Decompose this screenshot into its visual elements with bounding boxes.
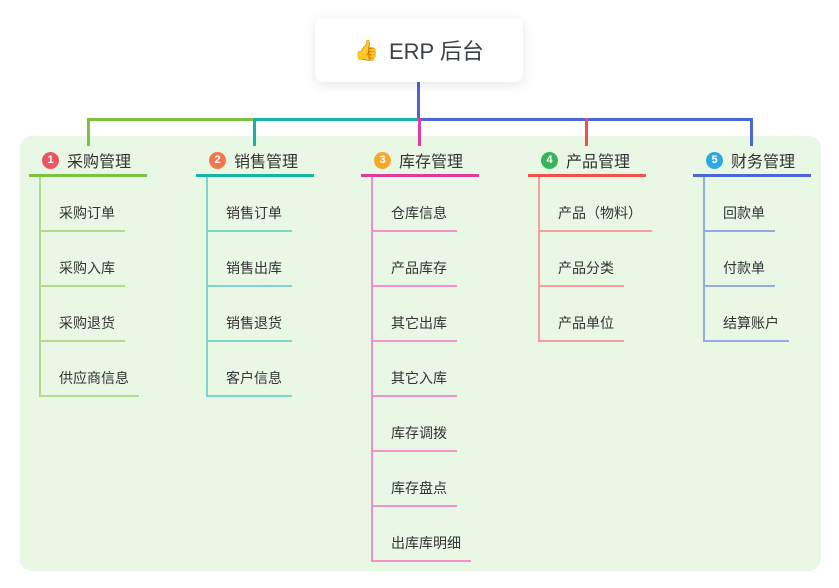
branch-drop-finance-management [750, 118, 753, 146]
item-row: 回款单 [705, 177, 811, 232]
branch-drop-product-management [585, 118, 588, 146]
mindmap-item[interactable]: 采购入库 [41, 258, 125, 287]
number-badge-icon: 3 [374, 151, 391, 169]
item-row: 产品库存 [373, 232, 479, 287]
branch-head[interactable]: 4 产品管理 [528, 146, 646, 177]
mindmap-item[interactable]: 其它出库 [373, 313, 457, 342]
branch-head[interactable]: 3 库存管理 [361, 146, 479, 177]
mindmap-item[interactable]: 采购订单 [41, 203, 125, 232]
item-row: 采购订单 [41, 177, 147, 232]
branch-label: 采购管理 [67, 154, 132, 171]
mindmap-item[interactable]: 付款单 [705, 258, 775, 287]
item-row: 客户信息 [208, 342, 314, 397]
mindmap-item[interactable]: 产品（物料） [540, 203, 652, 232]
number-badge-icon: 4 [541, 151, 558, 169]
branch-label: 财务管理 [731, 154, 796, 171]
branch-head[interactable]: 2 销售管理 [196, 146, 314, 177]
item-row: 出库库明细 [373, 507, 479, 562]
mindmap-item[interactable]: 产品单位 [540, 313, 624, 342]
branch-head[interactable]: 5 财务管理 [693, 146, 811, 177]
mindmap-item[interactable]: 库存盘点 [373, 478, 457, 507]
number-badge-icon: 2 [209, 151, 226, 169]
mindmap-item[interactable]: 客户信息 [208, 368, 292, 397]
thumbs-up-icon: 👍 [354, 39, 379, 62]
branch-body: 销售订单 销售出库 销售退货 客户信息 [206, 177, 314, 397]
item-row: 产品单位 [540, 287, 652, 342]
mindmap-item[interactable]: 其它入库 [373, 368, 457, 397]
branch-body: 产品（物料） 产品分类 产品单位 [538, 177, 652, 342]
item-row: 仓库信息 [373, 177, 479, 232]
mindmap-item[interactable]: 采购退货 [41, 313, 125, 342]
item-row: 库存调拨 [373, 397, 479, 452]
mindmap-item[interactable]: 产品分类 [540, 258, 624, 287]
branch-body: 仓库信息 产品库存 其它出库 其它入库 库存调拨 库存盘点 出库库明细 [371, 177, 479, 562]
item-row: 销售退货 [208, 287, 314, 342]
item-row: 付款单 [705, 232, 811, 287]
mindmap-item[interactable]: 出库库明细 [373, 533, 471, 562]
branch-label: 库存管理 [399, 154, 464, 171]
mindmap-item[interactable]: 销售订单 [208, 203, 292, 232]
mindmap-panel [20, 136, 821, 571]
mindmap-item[interactable]: 结算账户 [705, 313, 789, 342]
item-row: 其它出库 [373, 287, 479, 342]
root-connector [417, 82, 420, 121]
branch-head[interactable]: 1 采购管理 [29, 146, 147, 177]
item-row: 结算账户 [705, 287, 811, 342]
branch-bus-segment [87, 118, 256, 121]
branch-body: 回款单 付款单 结算账户 [703, 177, 811, 342]
branch-purchase-management: 1 采购管理 采购订单 采购入库 采购退货 供应商信息 [29, 146, 147, 397]
item-row: 销售出库 [208, 232, 314, 287]
mindmap-item[interactable]: 回款单 [705, 203, 775, 232]
item-row: 库存盘点 [373, 452, 479, 507]
item-row: 其它入库 [373, 342, 479, 397]
item-row: 采购入库 [41, 232, 147, 287]
item-row: 销售订单 [208, 177, 314, 232]
branch-label: 销售管理 [234, 154, 299, 171]
branch-drop-sales-management [253, 118, 256, 146]
branch-finance-management: 5 财务管理 回款单 付款单 结算账户 [693, 146, 811, 342]
branch-body: 采购订单 采购入库 采购退货 供应商信息 [39, 177, 147, 397]
branch-sales-management: 2 销售管理 销售订单 销售出库 销售退货 客户信息 [196, 146, 314, 397]
mindmap-item[interactable]: 产品库存 [373, 258, 457, 287]
branch-product-management: 4 产品管理 产品（物料） 产品分类 产品单位 [528, 146, 652, 342]
branch-inventory-management: 3 库存管理 仓库信息 产品库存 其它出库 其它入库 库存调拨 库存盘点 出库库… [361, 146, 479, 562]
root-node[interactable]: 👍 ERP 后台 [315, 18, 523, 82]
item-row: 产品（物料） [540, 177, 652, 232]
item-row: 产品分类 [540, 232, 652, 287]
number-badge-icon: 5 [706, 151, 723, 169]
branch-label: 产品管理 [566, 154, 631, 171]
mindmap-item[interactable]: 销售出库 [208, 258, 292, 287]
branch-drop-inventory-management [418, 118, 421, 146]
mindmap-item[interactable]: 仓库信息 [373, 203, 457, 232]
item-row: 供应商信息 [41, 342, 147, 397]
item-row: 采购退货 [41, 287, 147, 342]
branch-drop-purchase-management [87, 118, 90, 146]
root-title: ERP 后台 [388, 39, 484, 64]
mindmap-item[interactable]: 库存调拨 [373, 423, 457, 452]
number-badge-icon: 1 [42, 151, 59, 169]
mindmap-item[interactable]: 销售退货 [208, 313, 292, 342]
mindmap-item[interactable]: 供应商信息 [41, 368, 139, 397]
branch-bus-segment [253, 118, 421, 121]
